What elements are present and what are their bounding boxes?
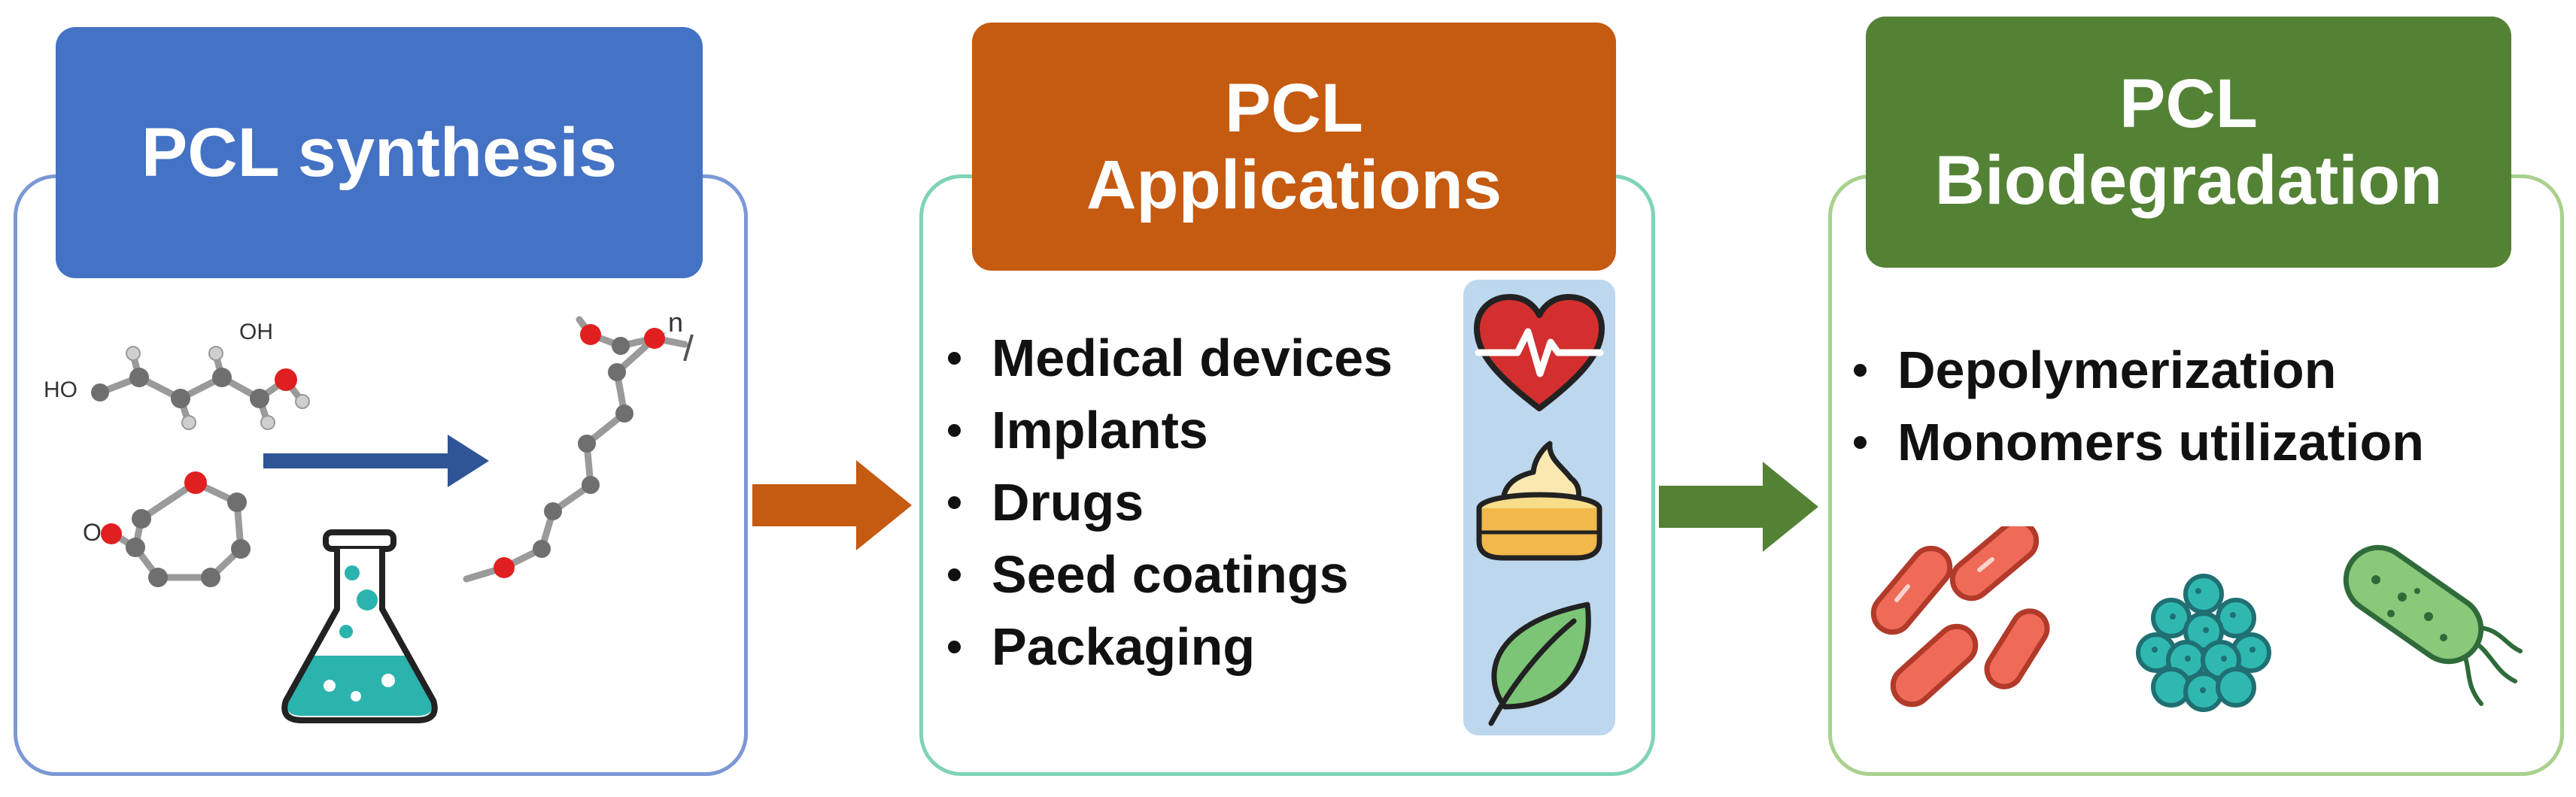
applications-title-line-2: Applications (1086, 147, 1502, 223)
rod-bacteria-icon (1855, 526, 2058, 714)
biodegradation-bullet-list: Depolymerization Monomers utilization (1848, 334, 2424, 478)
applications-bullet-list: Medical devices Implants Drugs Seed coat… (942, 322, 1393, 683)
list-item: Implants (942, 394, 1393, 466)
biodegradation-title-line-1: PCL (2119, 65, 2258, 142)
pcl-polymer-chain (436, 308, 722, 586)
leaf-icon (1475, 594, 1602, 729)
biodegradation-header: PCL Biodegradation (1866, 17, 2511, 268)
cream-jar-icon (1473, 436, 1605, 565)
synthesis-arrow (263, 435, 489, 487)
heart-pulse-icon (1471, 289, 1608, 417)
list-item: Drugs (942, 466, 1393, 538)
applications-title-line-1: PCL (1225, 70, 1363, 147)
synthesis-header: PCL synthesis (56, 27, 703, 278)
list-item: Medical devices (942, 322, 1393, 394)
hydroxyl-label-left: HO (44, 377, 77, 402)
list-item: Monomers utilization (1848, 406, 2424, 478)
repeat-unit-n-label: n (668, 307, 684, 338)
connector-arrow-1 (752, 460, 912, 550)
caprolactone-ring-molecule (75, 466, 271, 594)
flask-icon (277, 526, 442, 729)
carbonyl-oxygen-label: O (83, 519, 102, 546)
hydroxy-acid-molecule (41, 316, 320, 459)
bacillus-flagella-icon (2331, 538, 2523, 719)
applications-header: PCL Applications (972, 23, 1616, 271)
synthesis-title-line-1: PCL synthesis (141, 114, 618, 191)
list-item: Depolymerization (1848, 334, 2424, 406)
hydroxyl-label-top: OH (239, 320, 273, 344)
biodegradation-title-line-2: Biodegradation (1934, 142, 2443, 219)
list-item: Packaging (942, 611, 1393, 683)
list-item: Seed coatings (942, 538, 1393, 611)
cocci-cluster-icon (2134, 571, 2274, 714)
connector-arrow-2 (1659, 462, 1818, 552)
